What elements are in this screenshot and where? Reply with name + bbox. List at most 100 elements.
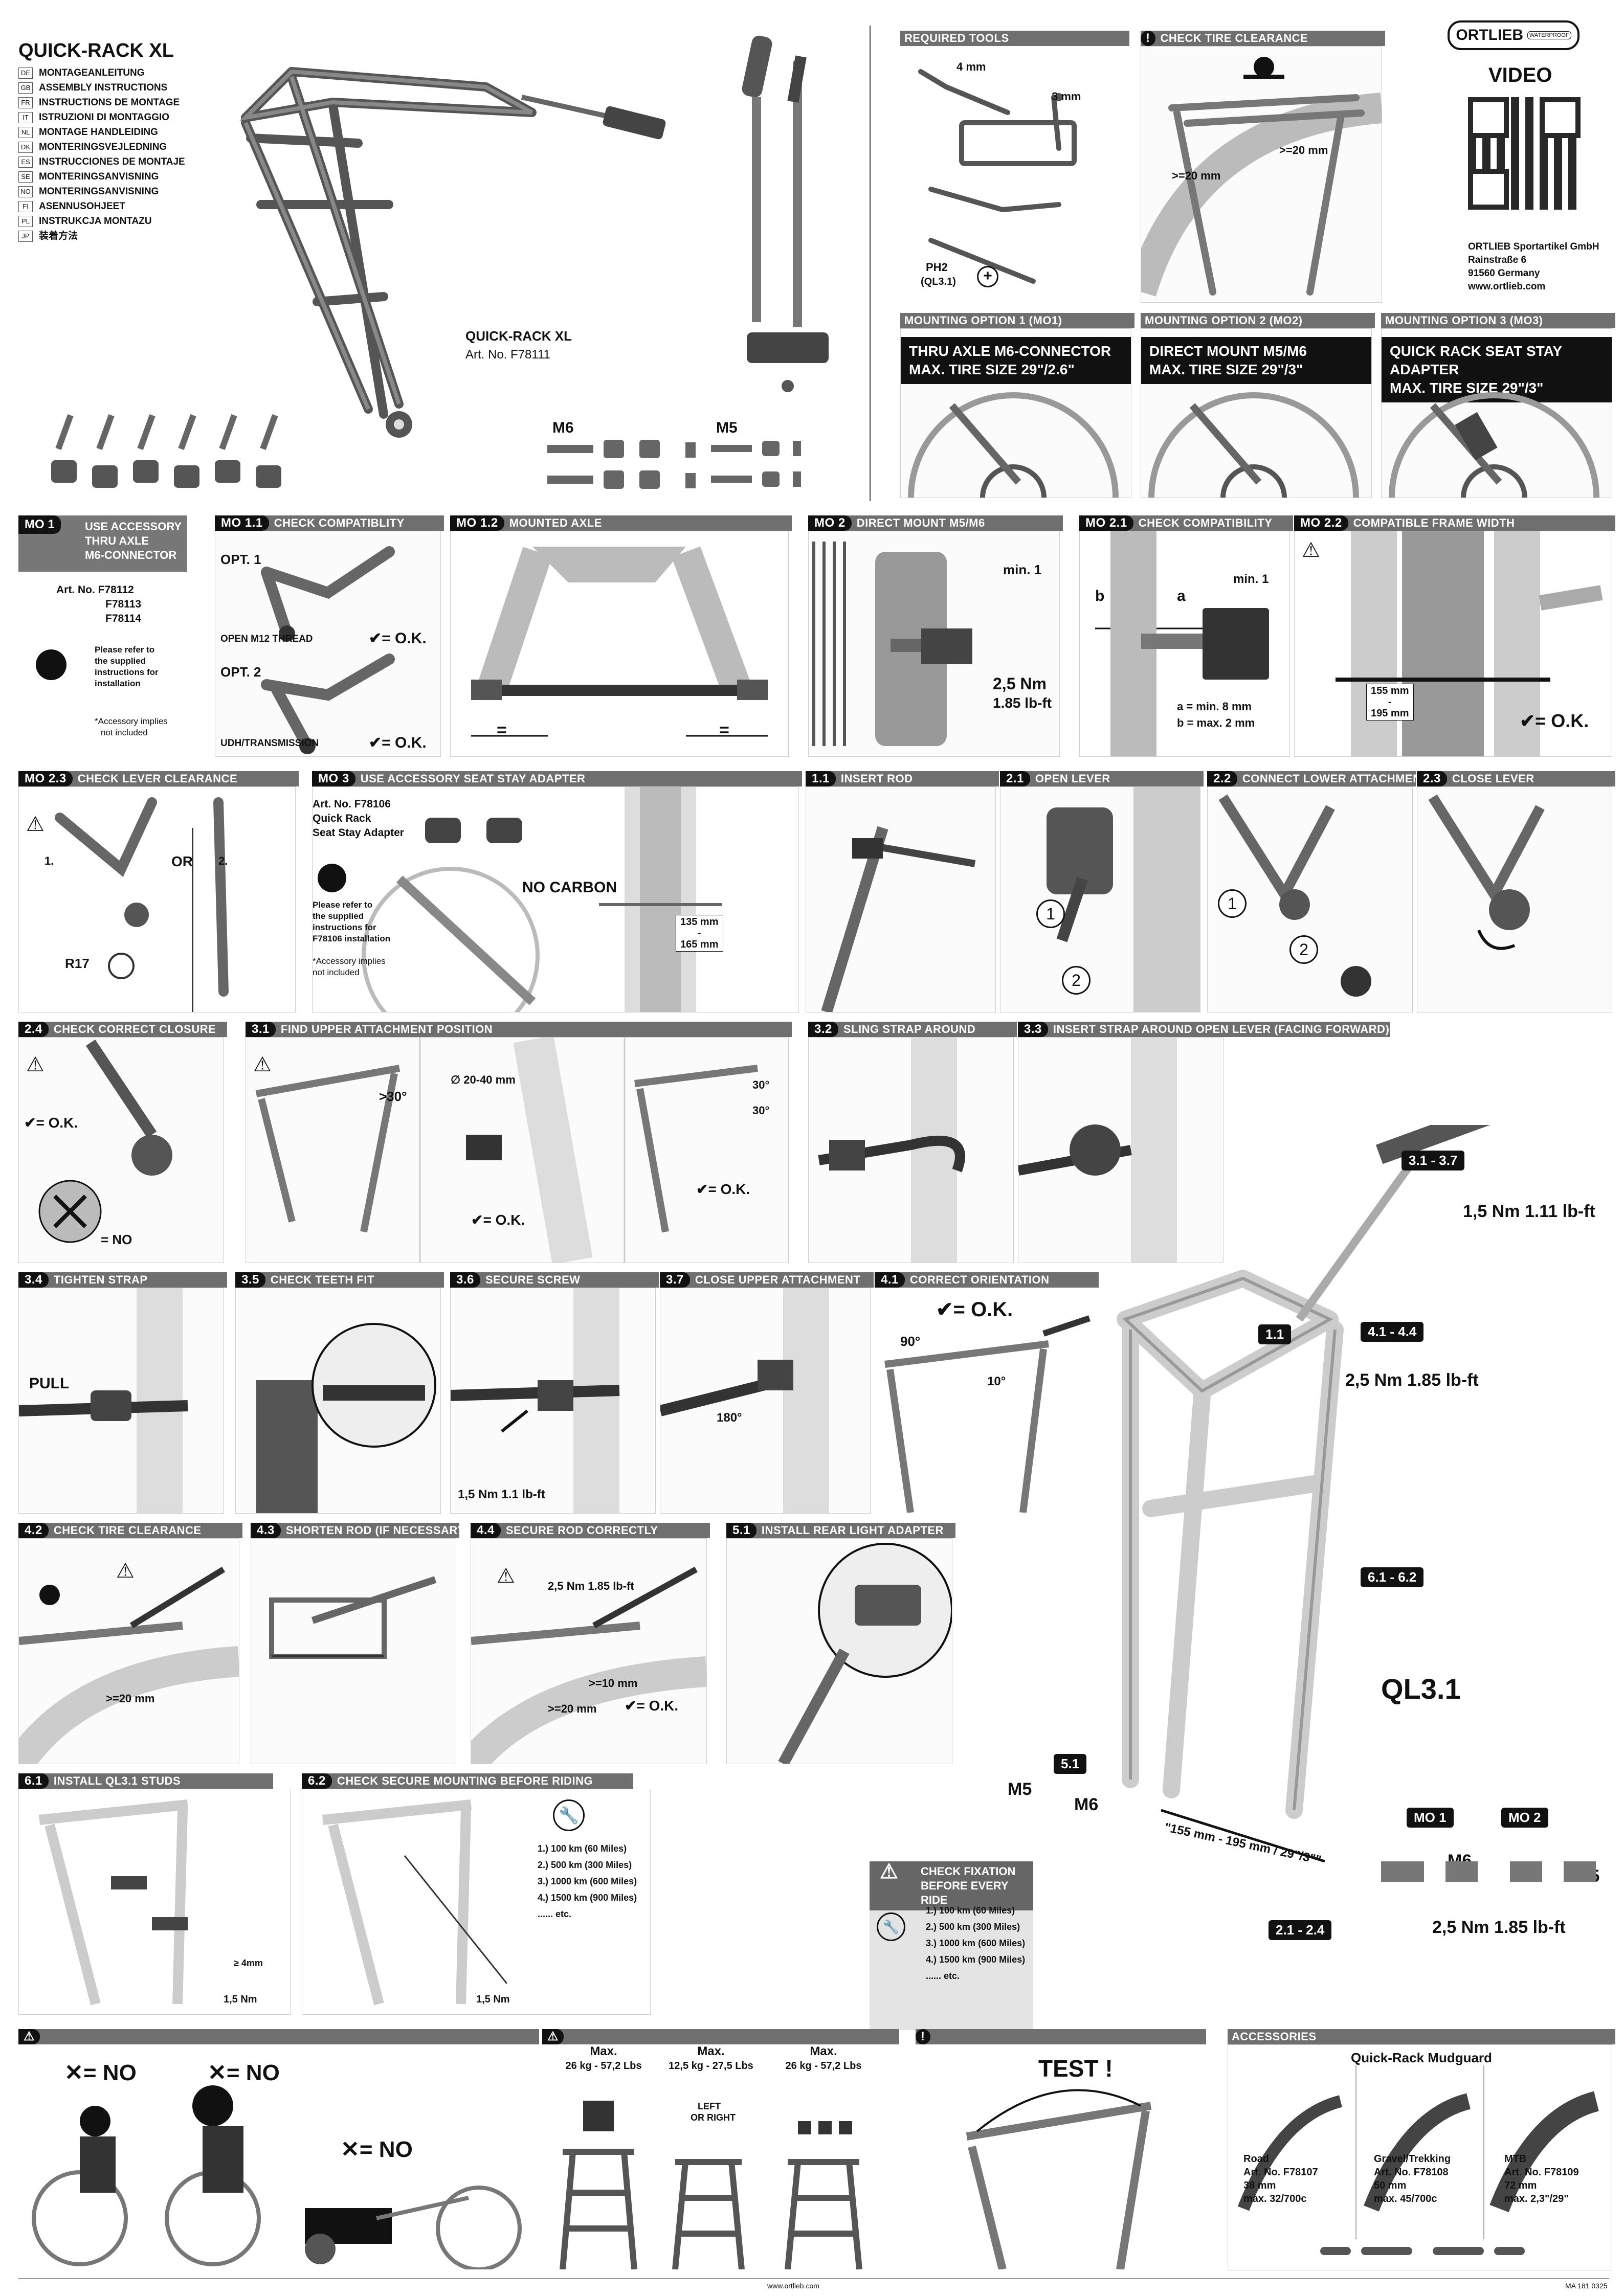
s37-angle: 180° xyxy=(717,1411,742,1425)
mo2-min: min. 1 xyxy=(1003,562,1042,577)
header-mounting-option-1: MOUNTING OPTION 1 (MO1) xyxy=(900,313,1134,328)
m5-label: M5 xyxy=(716,419,738,436)
opt2-udh: UDH/TRANSMISSION xyxy=(220,738,319,749)
rack-illustration xyxy=(239,67,666,438)
mo12-eq-left: = xyxy=(497,721,507,740)
test-label: TEST ! xyxy=(1038,2055,1113,2082)
tag-2-1-2-4: 2.1 - 2.4 xyxy=(1269,1920,1332,1940)
step-circle-2: 2 xyxy=(1062,966,1091,995)
footer-web: www.ortlieb.com xyxy=(767,2282,819,2290)
tag-mo2: MO 2 xyxy=(1501,1808,1548,1828)
panel-step-6-2: 🔧 1.) 100 km (60 Miles)2.) 500 km (300 M… xyxy=(302,1789,651,2015)
overview-m5: M5 xyxy=(1008,1780,1032,1799)
panel-step-1-1 xyxy=(806,786,996,1012)
panel-step-3-5 xyxy=(235,1288,441,1514)
s41-ok: ✔= O.K. xyxy=(936,1298,1013,1321)
mo21-a: a xyxy=(1177,588,1186,604)
doc-title: QUICK-RACK XL xyxy=(18,40,174,61)
mo21-b: b xyxy=(1095,588,1105,604)
mo3-width: 135 mm-165 mm xyxy=(676,915,723,952)
opt1-label: OPT. 1 xyxy=(220,552,261,567)
overview-torque-mid: 2,5 Nm 1.85 lb-ft xyxy=(1345,1370,1479,1390)
warning-icon: ⚠ xyxy=(497,1565,515,1587)
m6-label: M6 xyxy=(552,419,574,436)
opt2-label: OPT. 2 xyxy=(220,664,261,680)
s31-ok-2: ✔= O.K. xyxy=(696,1181,750,1197)
tag-3-1-3-7: 3.1 - 3.7 xyxy=(1401,1151,1465,1170)
s44-clearance-1: >=10 mm xyxy=(589,1677,638,1690)
rod-parts xyxy=(742,35,829,392)
footer-rule xyxy=(18,2278,1609,2279)
s62-torque: 1,5 Nm xyxy=(476,1994,510,2005)
accessories-title: Quick-Rack Mudguard xyxy=(1351,2050,1492,2065)
no-child-seat-1: ✕= NO xyxy=(64,2060,137,2085)
screw-parts xyxy=(547,440,801,489)
s24-no: = NO xyxy=(101,1232,132,1247)
overview-ql: QL3.1 xyxy=(1381,1673,1461,1705)
tag-mo1: MO 1 xyxy=(1407,1808,1454,1828)
panel-mo21: b a min. 1 a = min. 8 mm b = max. 2 mm xyxy=(1079,531,1290,757)
product-art-no: Art. No. F78111 xyxy=(465,348,550,362)
overview-screws xyxy=(1381,1861,1596,1882)
top-divider xyxy=(870,26,871,501)
warning-icon: ⚠ xyxy=(1302,539,1320,561)
clearance-2: >=20 mm xyxy=(1172,169,1221,182)
opt2-ok: ✔= O.K. xyxy=(369,734,427,751)
header-mounting-option-2: MOUNTING OPTION 2 (MO2) xyxy=(1141,313,1375,328)
panel-test: TEST ! xyxy=(916,2044,1202,2269)
mo22-ok: ✔= O.K. xyxy=(1520,710,1589,731)
s31-angle-a: 30° xyxy=(752,1078,770,1091)
tool-hex-3: 3 mm xyxy=(1052,90,1081,103)
panel-mo11: OPT. 1 OPEN M12 THREAD ✔= O.K. OPT. 2 UD… xyxy=(215,531,441,757)
tool-hex-4: 4 mm xyxy=(956,60,986,73)
s41-angle-10: 10° xyxy=(987,1375,1006,1388)
mo21-min: min. 1 xyxy=(1233,572,1269,586)
tool-ph2: PH2 xyxy=(926,261,948,274)
panel-step-3-4: PULL xyxy=(18,1288,224,1514)
s61-diameter: ≥ 4mm xyxy=(234,1958,263,1968)
overview-torque-top: 1,5 Nm 1.11 lb-ft xyxy=(1463,1202,1595,1221)
s31-angle-b: 30° xyxy=(752,1104,770,1117)
panel-mo23: ⚠ 1. OR 2. R17 xyxy=(18,786,296,1012)
tool-ql: (QL3.1) xyxy=(921,276,956,287)
panel-warning-children: ✕= NO ✕= NO ✕= NO xyxy=(18,2044,535,2269)
manual-icon xyxy=(318,864,346,892)
opt1-ok: ✔= O.K. xyxy=(369,630,427,647)
header-required-tools: REQUIRED TOOLS xyxy=(900,31,1129,46)
manual-icon xyxy=(36,649,66,680)
s44-torque: 2,5 Nm 1.85 lb-ft xyxy=(548,1580,634,1592)
panel-step-3-1: ⚠ >30° ∅ 20-40 mm ✔= O.K. 30° 30° ✔= O.K… xyxy=(246,1037,789,1263)
